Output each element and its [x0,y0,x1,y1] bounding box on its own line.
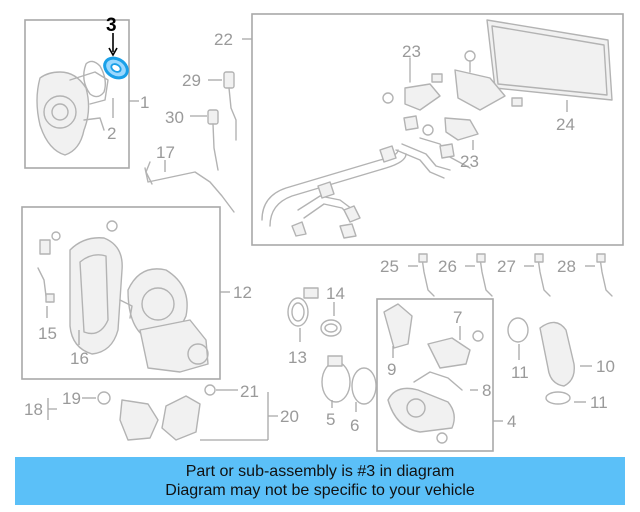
callout-20: 20 [280,407,299,426]
callout-11-upper: 11 [511,363,529,382]
part-12-turbocharger [119,268,209,373]
part-23-bracket-upper [382,50,523,111]
part-2-gasket [83,60,114,118]
part-11-ring-upper [507,317,529,360]
callout-13: 13 [288,348,307,367]
callout-1: 1 [140,93,149,112]
part-25-hose [408,253,435,297]
callout-10: 10 [596,357,615,376]
callout-24: 24 [556,115,575,134]
part-18-20-mount [47,384,278,441]
part-16-heat-shield [39,220,123,355]
callout-28: 28 [557,257,576,276]
callout-2: 2 [107,124,116,143]
callout-30: 30 [165,108,184,127]
callout-12: 12 [233,283,252,302]
group-box-bottom-right [376,298,494,452]
part-6-ring [351,367,377,412]
part-5-clamp [321,355,351,408]
part-13-clamp [287,287,319,342]
vehicle-notice-banner: Part or sub-assembly is #3 in diagram Di… [15,457,625,505]
callout-21: 21 [240,382,259,401]
notice-line-part: Part or sub-assembly is #3 in diagram [185,463,455,480]
callout-15: 15 [38,324,57,343]
group-box-middle-left [21,206,221,380]
group-box-top-right [251,13,624,246]
callout-9: 9 [387,360,396,379]
part-27-hose [524,253,551,297]
callout-29: 29 [182,71,201,90]
part-11-clamp-lower [545,391,586,405]
part-14-ring [320,302,342,337]
group-box-top-left [24,19,130,169]
part-10-hose [539,321,592,387]
callout-3: 3 [106,15,117,36]
callout-22: 22 [214,30,233,49]
callout-5: 5 [326,410,335,429]
part-7-valve [427,326,484,369]
coolant-hoses [261,137,471,239]
callout-8: 8 [482,381,491,400]
part-8-hose [413,371,478,391]
part-26-hose [465,253,493,297]
callout-7: 7 [453,308,462,327]
callout-25: 25 [380,257,399,276]
part-17-pipe [144,160,235,213]
part-30-sensor [190,109,219,171]
part-24-intercooler [486,19,613,112]
callout-17: 17 [156,143,175,162]
callout-27: 27 [497,257,516,276]
callout-23-upper: 23 [402,42,421,61]
callout-6: 6 [350,416,359,435]
part-9-bracket [383,303,413,358]
part-4-housing [387,387,455,444]
part-28-hose [585,253,613,297]
callout-19: 19 [62,389,81,408]
callout-16: 16 [70,349,89,368]
notice-line-disclaimer: Diagram may not be specific to your vehi… [165,482,475,499]
part-3-highlighted-gasket [103,33,129,80]
callout-14: 14 [326,284,345,303]
callout-18: 18 [24,400,43,419]
callout-11-lower: 11 [590,393,608,412]
callout-23-lower: 23 [460,152,479,171]
part-29-sensor [208,71,237,141]
part-23-bracket-lower [403,115,479,150]
callout-4: 4 [507,412,516,431]
callout-26: 26 [438,257,457,276]
part-15-sensor [37,267,55,318]
assembly-1-turbo-housing [36,71,109,156]
parts-diagram: 1 2 3 29 30 17 22 23 23 24 25 26 27 28 1… [21,13,624,452]
